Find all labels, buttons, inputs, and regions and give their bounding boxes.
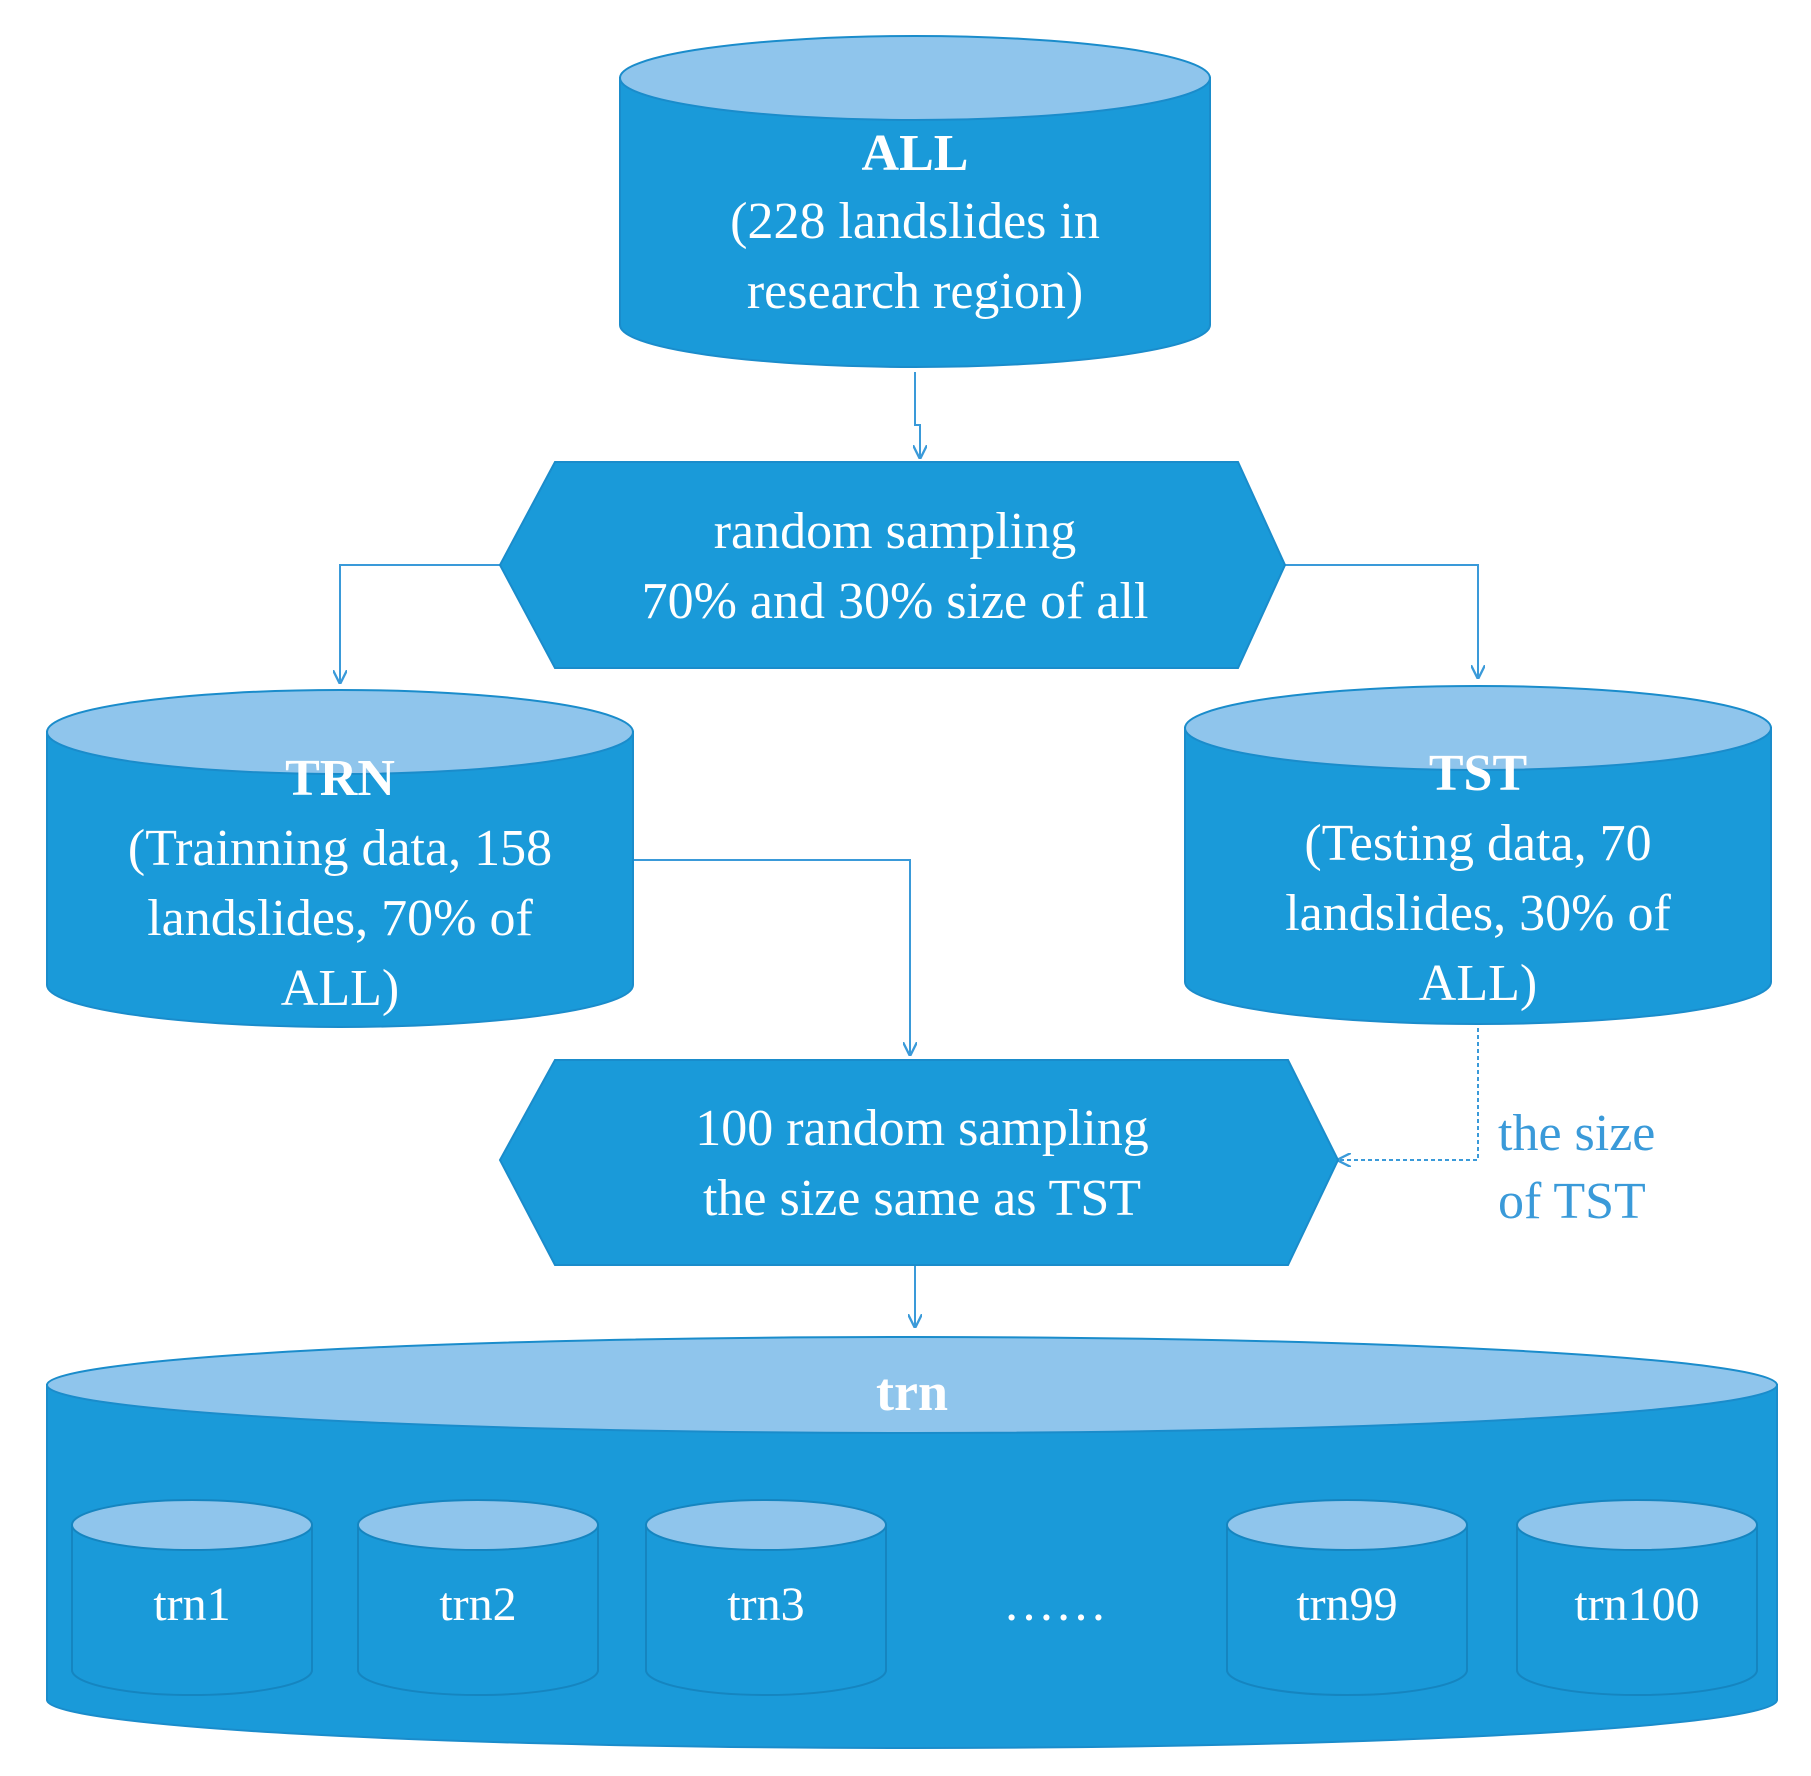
trn-line-3: ALL) <box>281 960 399 1017</box>
subset-ellipsis: …… <box>1003 1575 1107 1632</box>
tst-line-2: landslides, 30% of <box>1285 885 1671 942</box>
subset-cylinder-trn3: trn3 <box>645 1499 887 1696</box>
subset-label: trn1 <box>153 1578 230 1631</box>
subset-top <box>357 1499 599 1551</box>
subset-cylinder-trn2: trn2 <box>357 1499 599 1696</box>
tst-line-3: ALL) <box>1419 955 1537 1012</box>
sampling1-shape <box>498 461 1287 669</box>
trn-line-1: (Trainning data, 158 <box>128 820 552 877</box>
trn-cylinder-top <box>46 689 634 775</box>
sampling2-line-2: the size same as TST <box>703 1170 1141 1227</box>
subset-label: trn100 <box>1574 1578 1699 1631</box>
subset-body <box>1226 1524 1468 1696</box>
trn-cylinder: TRN (Trainning data, 158 landslides, 70%… <box>46 689 634 1028</box>
sampling1-hexagon: random sampling 70% and 30% size of all <box>498 461 1287 669</box>
arrow-trn-to-sampling2 <box>633 859 910 1055</box>
trn-pool-top <box>46 1336 1778 1434</box>
arrow-sampling-to-tst <box>1285 564 1478 678</box>
sampling1-line-1: random sampling <box>714 503 1077 560</box>
subset-top <box>1516 1499 1758 1551</box>
subset-top <box>645 1499 887 1551</box>
arrow-sampling-to-trn <box>340 564 500 683</box>
trn-line-2: landslides, 70% of <box>147 890 533 947</box>
tst-line-1: (Testing data, 70 <box>1304 815 1651 872</box>
all-line-1: (228 landslides in <box>730 193 1100 250</box>
all-cylinder-body <box>619 77 1211 368</box>
sampling2-shape <box>498 1059 1340 1266</box>
subset-top <box>1226 1499 1468 1551</box>
subset-body <box>645 1524 887 1696</box>
tst-cylinder: TST (Testing data, 70 landslides, 30% of… <box>1184 685 1772 1025</box>
arrow-tst-to-sampling2 <box>1338 1028 1479 1160</box>
trn-pool-title: trn <box>876 1362 948 1422</box>
subset-cylinders: trn1 trn2 trn3 trn99 trn100 <box>71 1499 1758 1696</box>
tst-title: TST <box>1429 745 1527 802</box>
tst-cylinder-body <box>1184 727 1772 1025</box>
all-cylinder: ALL (228 landslides in research region) <box>619 35 1211 368</box>
subset-label: trn3 <box>727 1578 804 1631</box>
trn-title: TRN <box>285 750 395 807</box>
tst-cylinder-top <box>1184 685 1772 771</box>
subset-cylinder-trn1: trn1 <box>71 1499 313 1696</box>
subset-body <box>1516 1524 1758 1696</box>
arrow-all-to-sampling <box>915 372 920 458</box>
subset-cylinder-trn100: trn100 <box>1516 1499 1758 1696</box>
subset-body <box>71 1524 313 1696</box>
subset-top <box>71 1499 313 1551</box>
note-line-2: of TST <box>1498 1173 1646 1230</box>
trn-cylinder-body <box>46 731 634 1028</box>
note-line-1: the size <box>1498 1105 1655 1162</box>
all-cylinder-top <box>619 35 1211 121</box>
all-line-2: research region) <box>747 263 1083 320</box>
sampling2-hexagon: 100 random sampling the size same as TST <box>498 1059 1340 1266</box>
subset-label: trn99 <box>1296 1578 1397 1631</box>
sampling1-line-2: 70% and 30% size of all <box>642 573 1149 630</box>
sampling2-line-1: 100 random sampling <box>695 1100 1149 1157</box>
connectors <box>340 372 1478 1327</box>
subset-cylinder-trn99: trn99 <box>1226 1499 1468 1696</box>
subset-body <box>357 1524 599 1696</box>
all-title: ALL <box>862 125 969 182</box>
subset-label: trn2 <box>439 1578 516 1631</box>
size-note: the size of TST <box>1498 1105 1655 1230</box>
